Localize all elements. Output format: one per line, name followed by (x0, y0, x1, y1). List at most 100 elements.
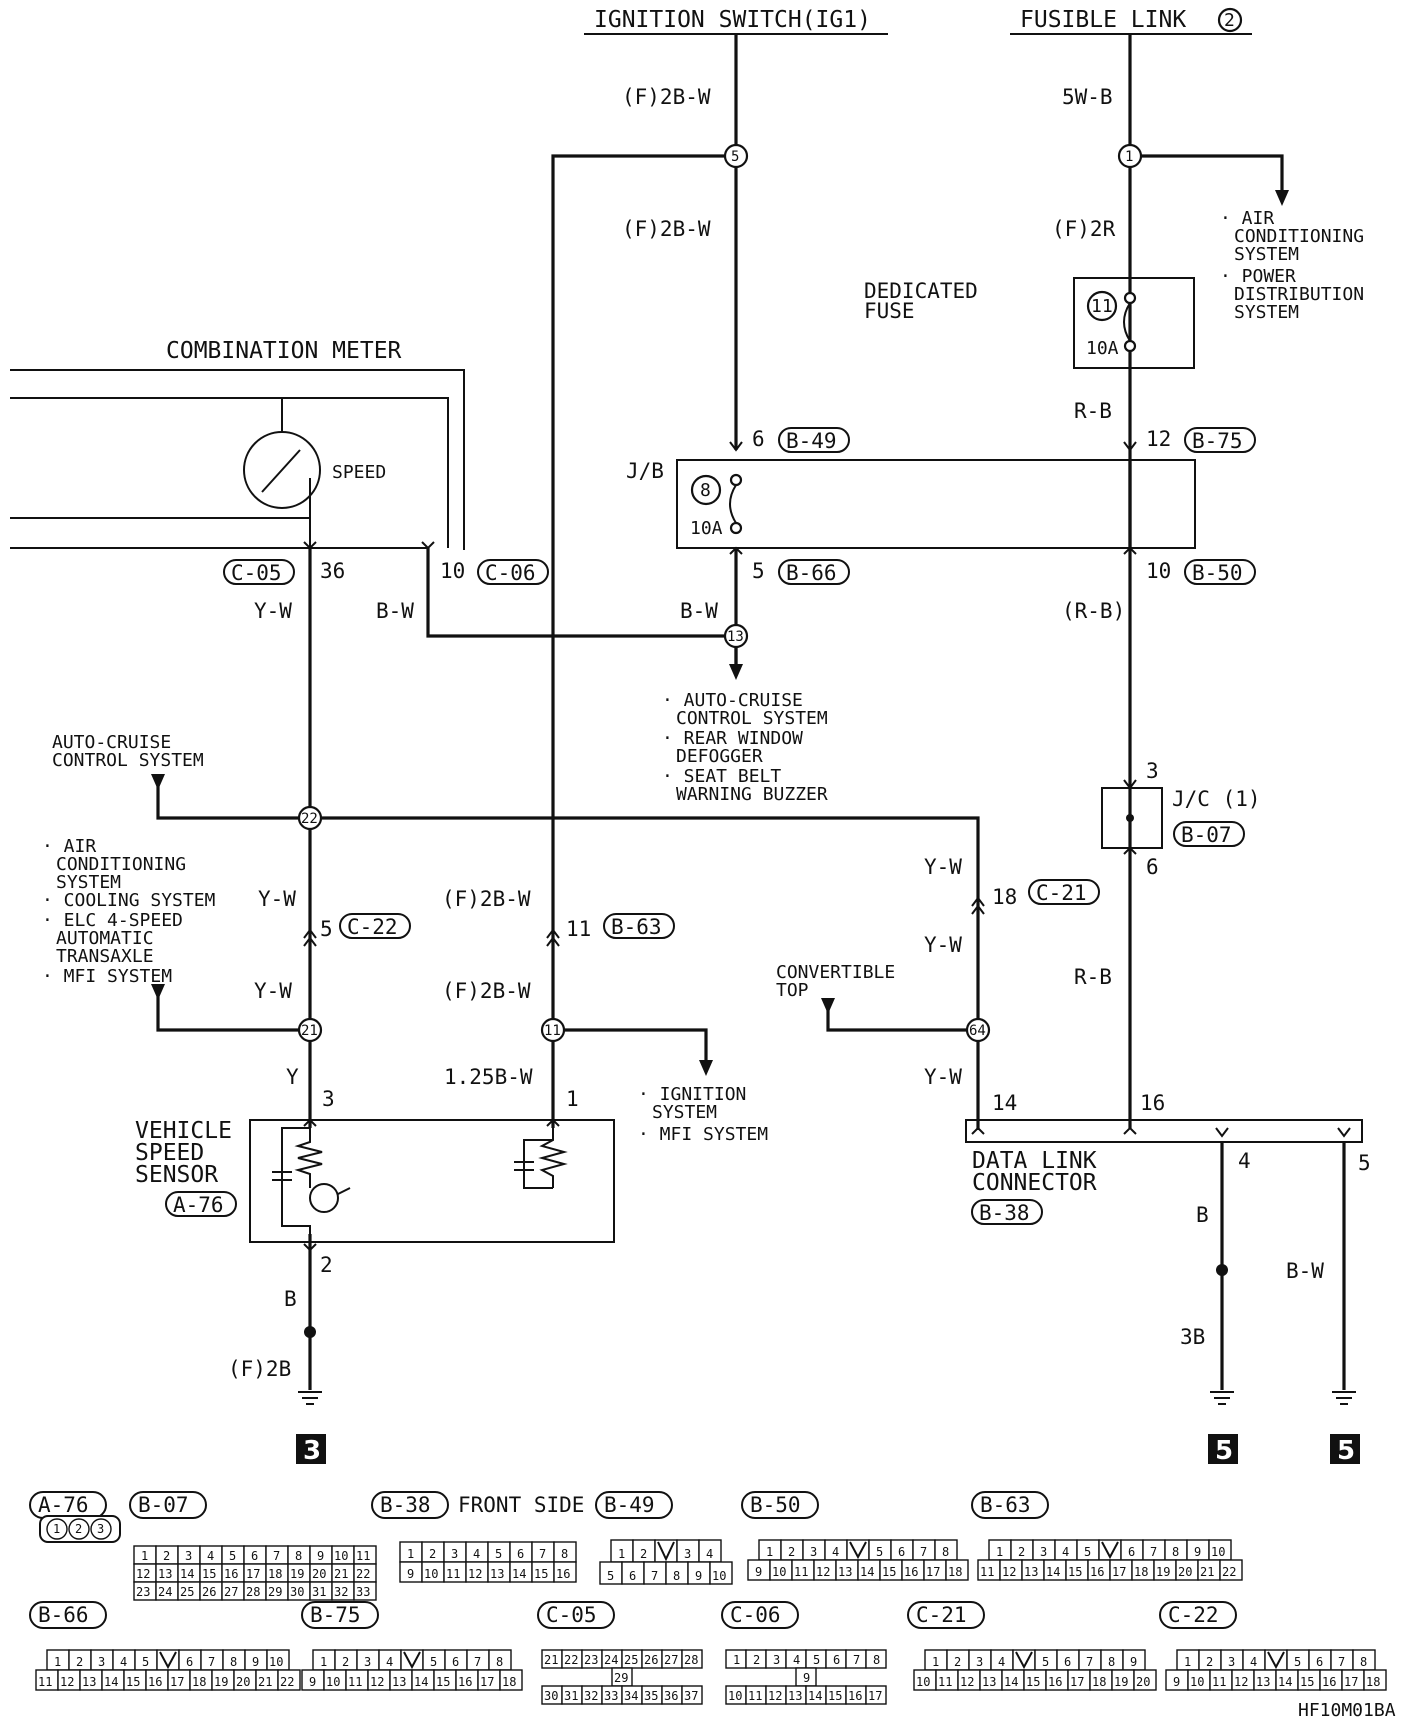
legend-cell-number: 27 (664, 1653, 678, 1667)
svg-text:TOP: TOP (776, 980, 809, 1001)
legend-cell-number: 25 (624, 1653, 638, 1667)
svg-text:WARNING BUZZER: WARNING BUZZER (676, 784, 828, 805)
legend-tag-label: B-38 (380, 1493, 431, 1517)
legend-cell-number: 19 (290, 1567, 304, 1581)
wire-meter-bw (426, 548, 736, 638)
legend-cell-number: 5 (1042, 1655, 1049, 1669)
legend-cell-number: 2 (76, 1655, 83, 1669)
dedicated-fuse-box (1073, 277, 1195, 369)
legend-cell-number: 4 (473, 1547, 480, 1561)
vss-transistor (309, 1183, 339, 1213)
legend-cell-number: 7 (853, 1653, 860, 1667)
dedicated-fuse-amp: 10A (1086, 338, 1119, 359)
legend-cell-number: 33 (604, 1689, 618, 1703)
legend-cell (709, 1561, 733, 1585)
legend-cell-number: 12 (1234, 1675, 1248, 1689)
wire-junction-22 (156, 784, 980, 1130)
dedicated-fuse-number: 11 (1091, 296, 1113, 317)
legend-tag-label: B-63 (980, 1493, 1031, 1517)
junction: 1 (1117, 143, 1143, 169)
legend-cell-number: 5 (876, 1545, 883, 1559)
legend-cell-number: 23 (584, 1653, 598, 1667)
legend-cell-number: 16 (848, 1689, 862, 1703)
arrow-autocruise-left (151, 774, 165, 790)
legend-cell-number: 9 (407, 1567, 414, 1581)
legend-cell-number: 18 (948, 1565, 962, 1579)
legend-cell-number: 10 (1190, 1675, 1204, 1689)
dedicated-fuse-number-circle (1086, 290, 1118, 322)
arrow-autocruise (729, 664, 743, 680)
meter-outline-inner (10, 397, 449, 548)
legend-cell-number: 11 (748, 1689, 762, 1703)
svg-text:B-75: B-75 (1192, 429, 1243, 453)
legend-cell-number: 12 (960, 1675, 974, 1689)
wire-convertible (826, 1002, 978, 1032)
legend-tag-pill (741, 1491, 819, 1519)
vss-pin1-resistor (538, 1128, 568, 1188)
legend-cell-number: 13 (788, 1689, 802, 1703)
legend-cell-number: 7 (474, 1655, 481, 1669)
legend-cell-number: 16 (458, 1675, 472, 1689)
legend-cell-number: 18 (502, 1675, 516, 1689)
legend-cell (681, 1685, 703, 1705)
svg-text:· COOLING SYSTEM: · COOLING SYSTEM (42, 890, 216, 911)
speed-gauge-needle (261, 449, 301, 493)
legend-cell-number: 17 (1344, 1675, 1358, 1689)
svg-text:C-06: C-06 (485, 561, 536, 585)
legend-cell-number: 8 (561, 1547, 568, 1561)
legend-cell-number: 21 (1200, 1565, 1214, 1579)
junction: 64 (965, 1017, 991, 1043)
legend-cell-number: 2 (429, 1547, 436, 1561)
legend-cell-number: 5 (229, 1549, 236, 1563)
legend-cell-number: 9 (317, 1549, 324, 1563)
legend-cell-number: 2 (1018, 1545, 1025, 1559)
destination-ignition-mfi: · IGNITION SYSTEM · MFI SYSTEM (638, 1084, 768, 1145)
destination-auto-cruise-defog-seat: · AUTO-CRUISE CONTROL SYSTEM · REAR WIND… (662, 690, 828, 805)
connector-tag: C-06 (477, 559, 549, 585)
wire-color: Y-W (254, 979, 292, 1003)
jb-fuse-number: 8 (700, 480, 711, 501)
legend-cell-number: 15 (202, 1567, 216, 1581)
svg-text:C-05: C-05 (231, 561, 282, 585)
legend-cell-number: 15 (828, 1689, 842, 1703)
vss-transistor-lead (337, 1187, 351, 1195)
wire-color: R-B (1074, 965, 1112, 989)
svg-text:· AIR: · AIR (1220, 208, 1274, 229)
legend-cell-number: 18 (1092, 1675, 1106, 1689)
legend-tag-pill (721, 1601, 799, 1629)
legend-cell-number: 3 (185, 1549, 192, 1563)
vss-internal (281, 1127, 311, 1234)
svg-text:CONDITIONING: CONDITIONING (1234, 226, 1364, 247)
destination-left-systems: · AIR CONDITIONING SYSTEM · COOLING SYST… (42, 836, 216, 987)
legend-cell-number: 3 (976, 1655, 983, 1669)
ground-symbol (1210, 1391, 1234, 1405)
connector-tag: B-07 (1173, 821, 1245, 847)
legend-cell-number: 15 (1300, 1675, 1314, 1689)
pin-number: 10 (440, 559, 465, 583)
fuse-terminal (1123, 291, 1137, 305)
wire-color: B-W (376, 599, 414, 623)
wire-color: B-W (680, 599, 718, 623)
legend-cell-number: 7 (1338, 1655, 1345, 1669)
legend-cell-number: 29 (268, 1585, 282, 1599)
legend-cell-number: 4 (706, 1547, 713, 1561)
legend-cell-number: 6 (833, 1653, 840, 1667)
legend-cell-number: 4 (120, 1655, 127, 1669)
wire-color: Y-W (924, 1065, 962, 1089)
legend-cell-number: 6 (1316, 1655, 1323, 1669)
fuse-terminal (729, 473, 743, 487)
junction: 11 (540, 1017, 566, 1043)
pin-number: 18 (992, 885, 1017, 909)
svg-text:1: 1 (1125, 149, 1133, 165)
pin-number: 5 (320, 917, 333, 941)
wire-color: R-B (1074, 399, 1112, 423)
legend-cell-number: 31 (312, 1585, 326, 1599)
legend-cell-number: 6 (629, 1569, 636, 1583)
legend-tag-pill (1159, 1601, 1237, 1629)
